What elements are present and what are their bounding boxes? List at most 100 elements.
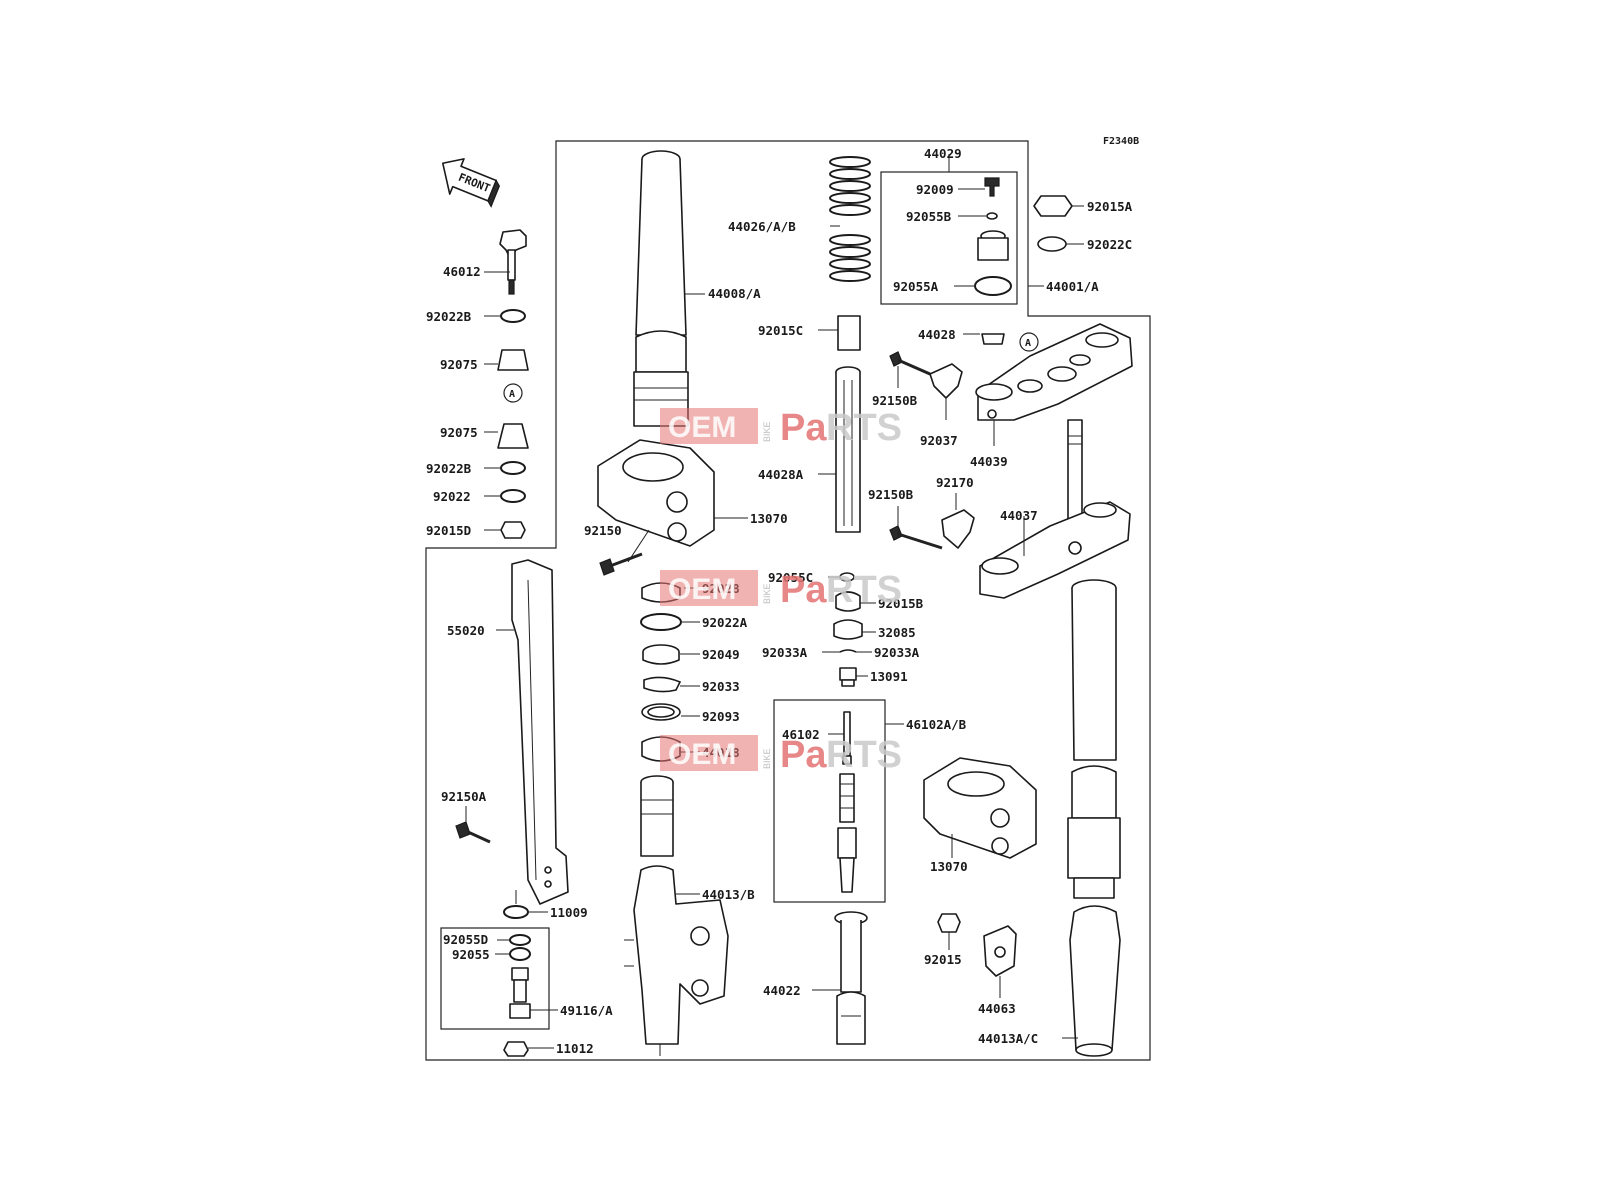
label-92022: 92022: [433, 489, 471, 504]
label-92033A-2: 92033A: [874, 645, 920, 660]
part-92015A-nut: [1033, 195, 1073, 217]
part-44028A-pipe: [835, 366, 861, 533]
label-13070-2: 13070: [930, 859, 968, 874]
part-44008-outer-tube: [633, 150, 689, 427]
label-44022: 44022: [763, 983, 801, 998]
label-92022B-1: 92022B: [426, 309, 472, 324]
part-92022B-washer-2: [500, 461, 526, 475]
label-44028: 44028: [918, 327, 956, 342]
part-92022C-washer: [1037, 236, 1067, 252]
label-44063: 44063: [978, 1001, 1016, 1016]
label-49116: 49116/A: [560, 1003, 613, 1018]
label-92015B: 92015B: [878, 596, 924, 611]
label-13091: 13091: [870, 669, 908, 684]
label-92075-2: 92075: [440, 425, 478, 440]
part-92037-clamp: [929, 363, 963, 399]
label-44029: 44029: [924, 146, 962, 161]
label-92009: 92009: [916, 182, 954, 197]
svg-text:OEM: OEM: [668, 411, 736, 444]
part-46102-damper-rod: [837, 711, 857, 893]
part-92150A-bolt: [455, 821, 491, 844]
svg-text:BIKE: BIKE: [762, 583, 772, 604]
label-92033: 92033: [702, 679, 740, 694]
label-32085: 32085: [878, 625, 916, 640]
label-92015C: 92015C: [758, 323, 803, 338]
diagram-frame: [425, 140, 1151, 1061]
label-11009: 11009: [550, 905, 588, 920]
part-44063-holder: [983, 925, 1017, 977]
label-92150B-2: 92150B: [868, 487, 914, 502]
part-92055B-oring: [986, 212, 998, 220]
label-44037: 44037: [1000, 508, 1038, 523]
label-44013B: 44013/B: [702, 887, 755, 902]
part-44026-spring: [829, 156, 871, 282]
label-92022A: 92022A: [702, 615, 748, 630]
watermark-2: OEM BIKE Pa RTS: [660, 569, 902, 611]
part-92055-oring: [509, 947, 531, 961]
svg-text:OEM: OEM: [668, 573, 736, 606]
part-92055A-oring: [974, 276, 1012, 296]
svg-text:RTS: RTS: [826, 569, 902, 611]
part-labels: 46012 92022B 92075 92075 92022B 92022 92…: [426, 146, 1133, 1056]
diagram-code: F2340B: [1103, 136, 1139, 147]
part-11012-plug: [503, 1041, 529, 1057]
part-44013AC-lower-leg: [1069, 905, 1121, 1057]
label-44001: 44001/A: [1046, 279, 1099, 294]
valve-assembly-box: [440, 927, 550, 1030]
label-44039: 44039: [970, 454, 1008, 469]
label-92150B-1: 92150B: [872, 393, 918, 408]
label-92055B: 92055B: [906, 209, 952, 224]
label-92150: 92150: [584, 523, 622, 538]
part-11009-gasket: [503, 905, 529, 919]
svg-text:Pa: Pa: [780, 569, 827, 611]
part-92022B-washer-1: [500, 309, 526, 323]
part-92015-nut: [937, 913, 961, 933]
part-92015D-nut: [500, 521, 526, 539]
svg-text:Pa: Pa: [780, 407, 827, 449]
label-92055A: 92055A: [893, 279, 939, 294]
label-46012: 46012: [443, 264, 481, 279]
callout-a-right: [1019, 332, 1039, 352]
part-92049-oil-seal: [642, 644, 680, 665]
part-13070-clamp-2: [923, 757, 1037, 859]
part-92150B-bolt-2: [889, 525, 943, 550]
svg-text:OEM: OEM: [668, 738, 736, 771]
part-44037-stem-bracket: [979, 419, 1131, 599]
part-55020-fork-guard: [511, 559, 569, 905]
callout-a-right-text: A: [1025, 338, 1031, 349]
part-44028-bushing: [981, 333, 1005, 345]
part-13070-clamp-1: [597, 439, 715, 547]
part-92009-screw: [984, 177, 1000, 197]
label-92037: 92037: [920, 433, 958, 448]
part-44013B-inner-tube: [624, 775, 729, 1056]
label-92022B-2: 92022B: [426, 461, 472, 476]
label-92055: 92055: [452, 947, 490, 962]
label-92093: 92093: [702, 709, 740, 724]
label-92015D: 92015D: [426, 523, 471, 538]
label-46102: 46102: [782, 727, 820, 742]
svg-text:Pa: Pa: [780, 734, 827, 776]
label-13070-1: 13070: [750, 511, 788, 526]
svg-text:BIKE: BIKE: [762, 748, 772, 769]
part-92022A-washer: [640, 613, 682, 631]
part-92150B-bolt-1: [889, 351, 931, 376]
leader-lines: [465, 154, 1084, 1049]
label-92075-1: 92075: [440, 357, 478, 372]
label-44026: 44026/A/B: [728, 219, 796, 234]
callout-a-left: [503, 383, 523, 403]
part-92015C-collar: [837, 315, 861, 351]
callout-a-left-text: A: [509, 389, 515, 400]
label-11012: 11012: [556, 1041, 594, 1056]
label-55020: 55020: [447, 623, 485, 638]
label-92049: 92049: [702, 647, 740, 662]
label-92015A: 92015A: [1087, 199, 1133, 214]
label-44013AC: 44013A/C: [978, 1031, 1038, 1046]
part-46012-drawing: [499, 229, 527, 295]
part-92055D-oring: [509, 934, 531, 946]
label-44008: 44008/A: [708, 286, 761, 301]
part-92170-clamp: [941, 509, 975, 549]
part-right-fork-tube: [1067, 579, 1121, 899]
part-13091-piston: [839, 667, 857, 687]
part-44039-upper-bracket: [975, 323, 1133, 421]
